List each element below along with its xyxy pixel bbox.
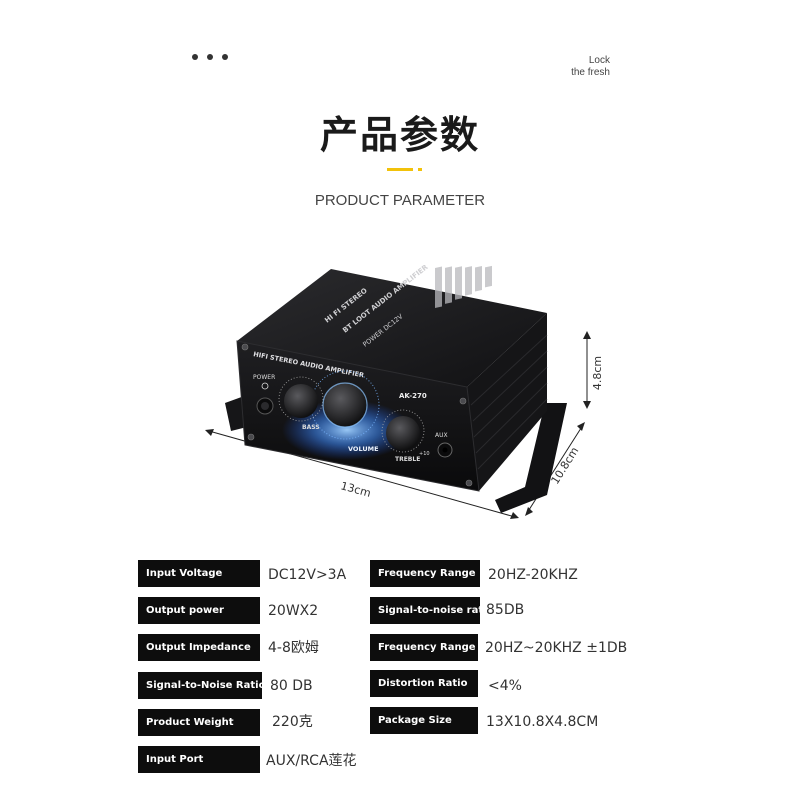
tagline: Lock the fresh <box>560 55 610 79</box>
spec-label: Input Port <box>138 746 260 773</box>
dim-height-label: 4.8cm <box>591 356 604 390</box>
tagline-line2: the fresh <box>571 67 610 78</box>
spec-value: 80 DB <box>270 678 313 694</box>
accent-bar <box>387 168 413 171</box>
treble-knob <box>386 416 420 450</box>
spec-value: 20WX2 <box>268 603 319 619</box>
power-icon <box>261 382 269 390</box>
spec-label: Frequency Range <box>370 560 480 587</box>
model-label: AK-270 <box>399 392 427 400</box>
dim-width-label: 13cm <box>339 479 372 500</box>
spec-label: Product Weight <box>138 709 260 736</box>
more-dots-icon <box>192 54 228 60</box>
spec-label: Package Size <box>370 707 478 734</box>
knob-range-label: +10 <box>419 451 430 457</box>
spec-label: Output Impedance <box>138 634 260 661</box>
volume-label: VOLUME <box>348 445 379 453</box>
spec-value: <4% <box>488 678 522 694</box>
bass-label: BASS <box>302 424 320 431</box>
treble-label: TREBLE <box>395 456 420 463</box>
spec-value: DC12V>3A <box>268 567 347 583</box>
spec-value: 220克 <box>272 714 313 730</box>
accent-dot <box>418 168 422 171</box>
spec-value: 85DB <box>486 602 525 618</box>
amplifier-product-image: 4.8cm 13cm 10.8cm HI FI STEREO BT LOOT A… <box>205 263 604 519</box>
tagline-line1: Lock <box>588 55 610 66</box>
dimension-height: 4.8cm <box>583 331 604 409</box>
spec-value: AUX/RCA莲花 <box>266 753 357 769</box>
spec-label: Signal-to-noise ratio <box>370 597 493 624</box>
page-title: 产品参数 <box>319 113 480 157</box>
spec-value: 13X10.8X4.8CM <box>486 714 599 730</box>
spec-label: Distortion Ratio <box>370 670 478 697</box>
aux-label: AUX <box>435 432 448 439</box>
spec-value: 20HZ-20KHZ <box>488 567 578 583</box>
spec-value: 4-8欧姆 <box>268 640 319 656</box>
spec-label: Output power <box>138 597 260 624</box>
spec-label: Input Voltage <box>138 560 260 587</box>
spec-value: 20HZ~20KHZ ±1DB <box>485 640 628 656</box>
bass-knob <box>284 384 318 418</box>
power-label: POWER <box>253 374 275 381</box>
volume-knob <box>323 383 367 427</box>
page-subtitle: PRODUCT PARAMETER <box>314 192 486 209</box>
spec-label: Frequency Range <box>370 634 478 661</box>
spec-label: Signal-to-Noise Ratio <box>138 672 265 699</box>
